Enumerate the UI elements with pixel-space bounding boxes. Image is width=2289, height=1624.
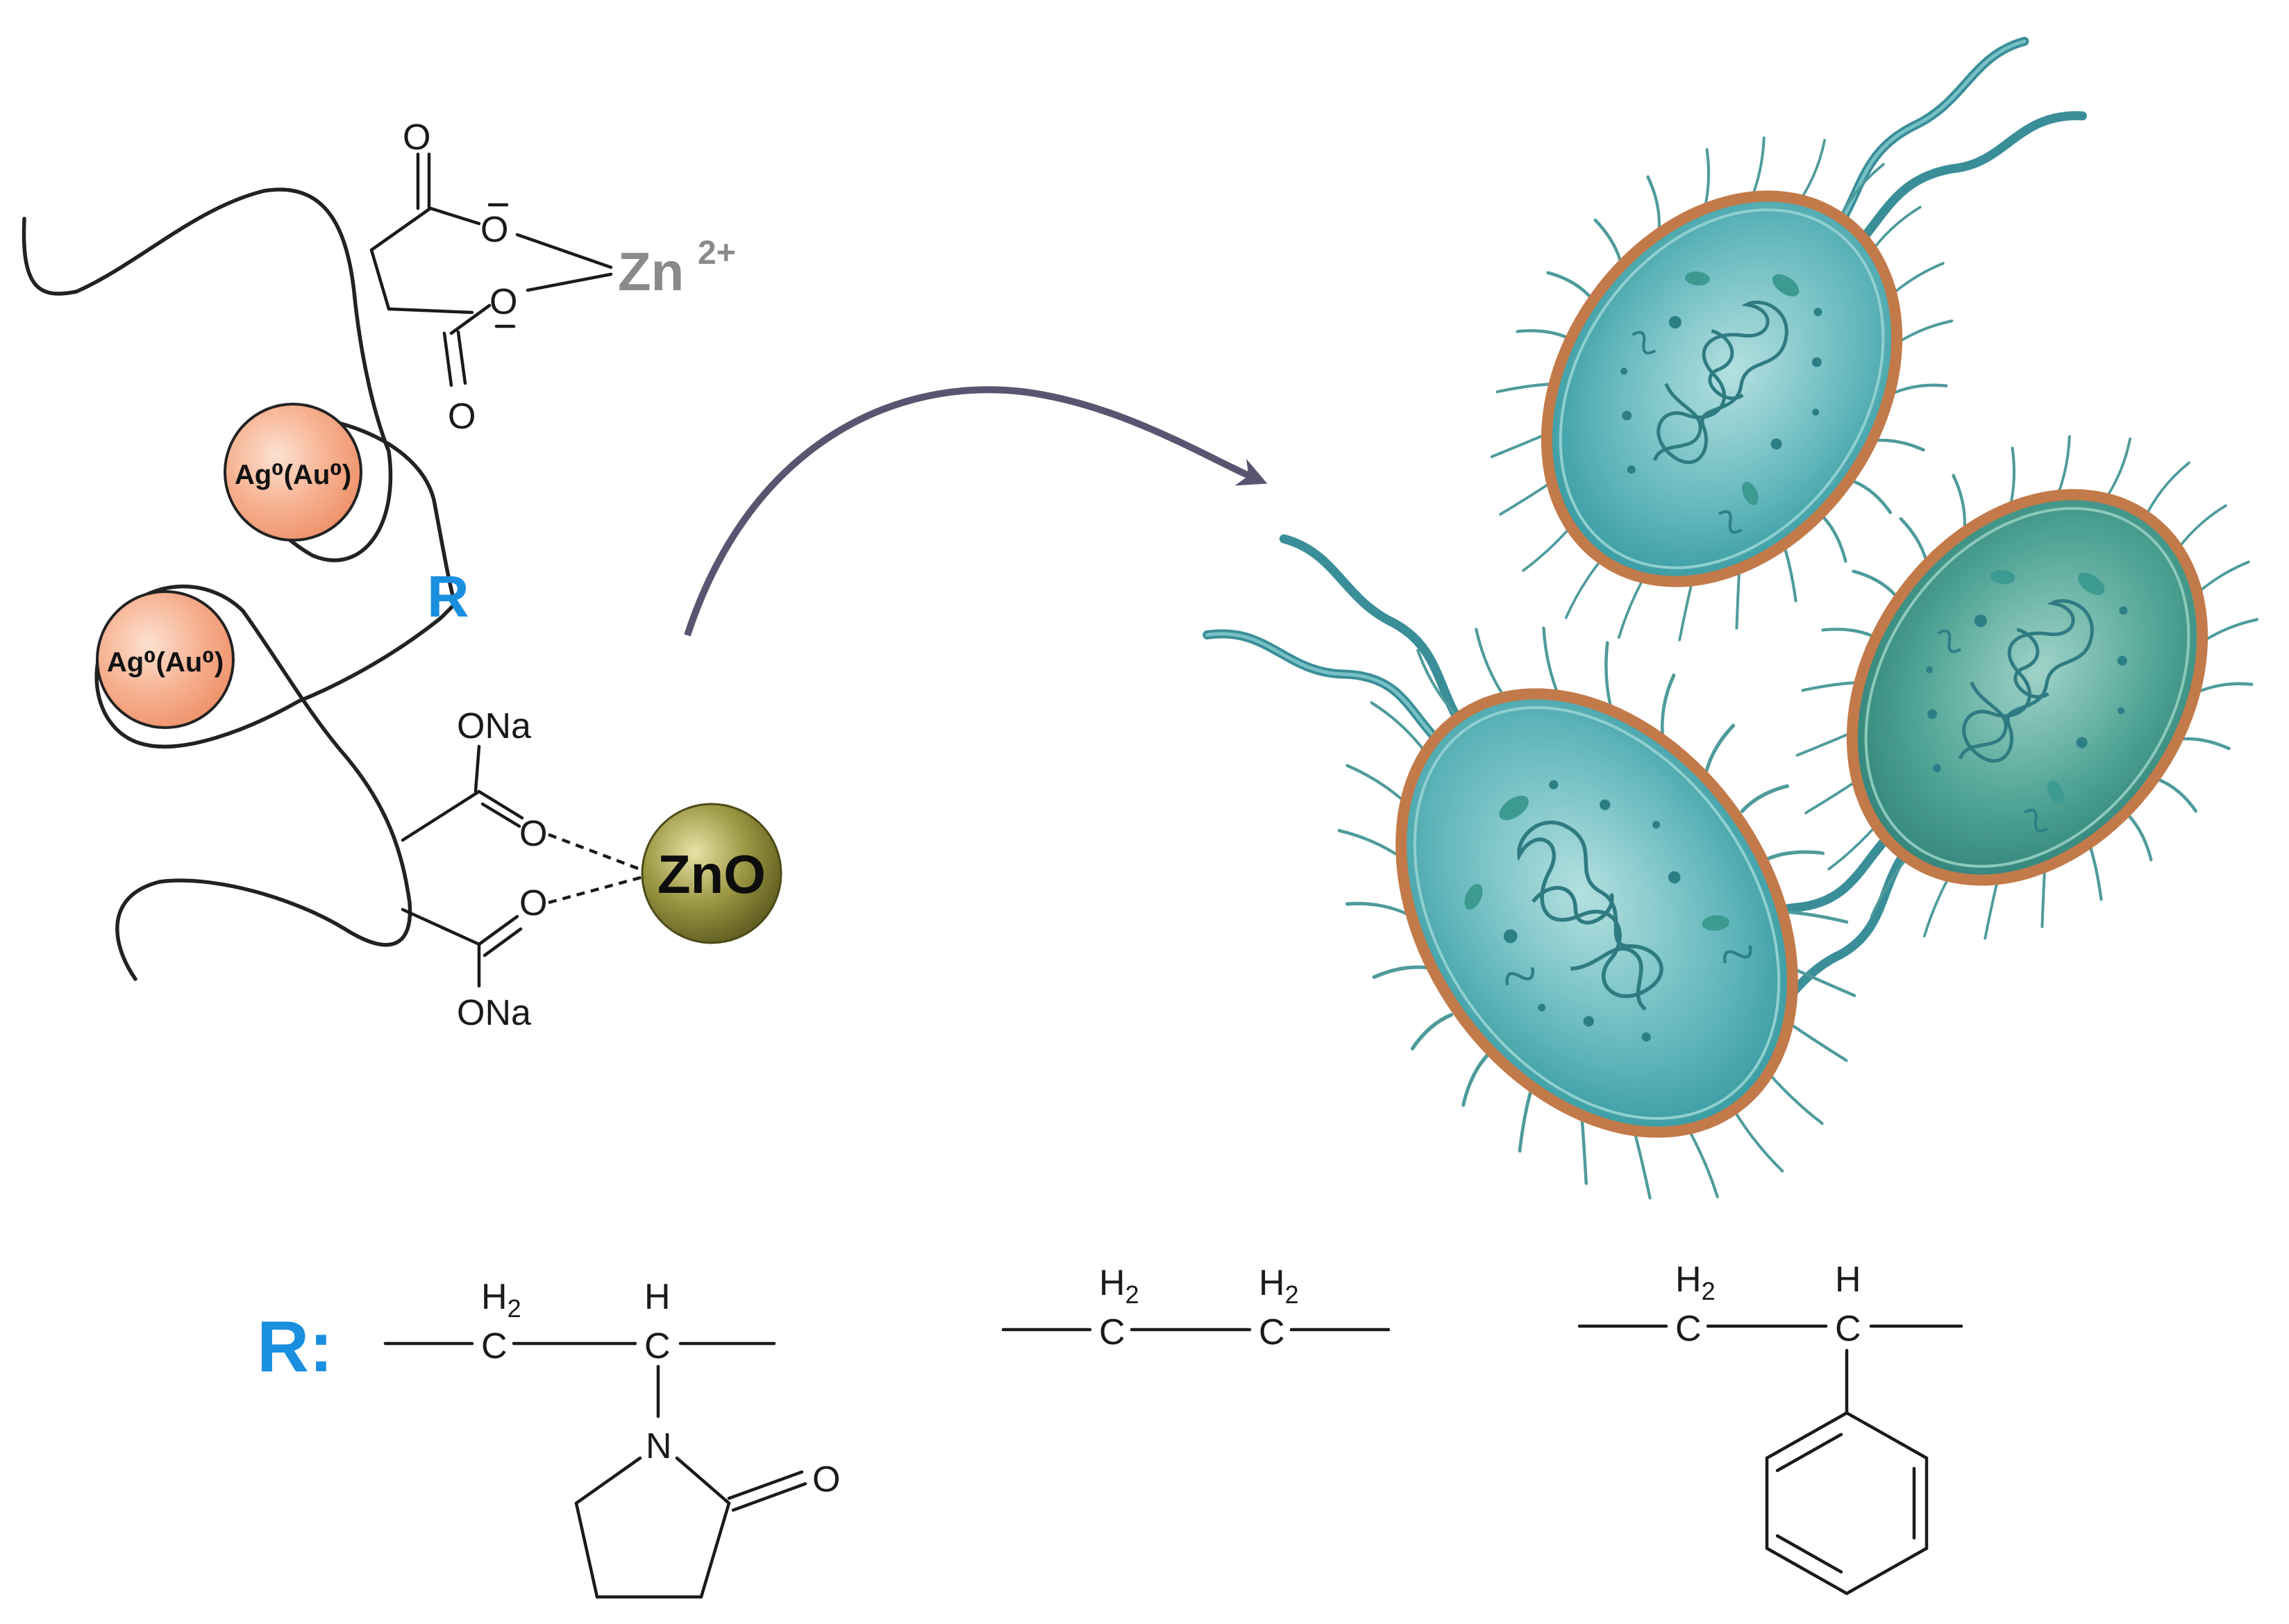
bacteria-illustration [1202,37,2289,1305]
carbon-label: C [481,1326,508,1366]
np-bottom-label: Ag⁰(Au⁰) [107,647,224,678]
ona-label: ONa [457,706,531,746]
r-structure-styrene: C H2 C H [1577,1259,1963,1596]
carbon-label: C [644,1326,671,1366]
carbon-label: C [1099,1312,1125,1353]
nitrogen-label: N [646,1426,672,1466]
carbon-label: C [1835,1309,1861,1349]
bacterium-top [1392,37,2087,735]
zno-label: ZnO [657,844,766,905]
oxygen-label: O [403,117,430,158]
r-group-label: R [427,564,469,629]
h-label: H [644,1277,671,1317]
np-top-label: Ag⁰(Au⁰) [235,460,351,490]
oxygen-label: O [812,1459,840,1500]
r-group-legend: R: C H2 C H N O C H2 C [257,1259,1963,1599]
oxygen-label: O [448,396,476,437]
r-structure-pyrrolidone: C H2 C H N O [383,1277,840,1599]
h2-label: H2 [1675,1259,1716,1305]
nanoparticle-top: Ag⁰(Au⁰) [224,403,362,542]
h2-label: H2 [1099,1263,1139,1309]
svg-text:2+: 2+ [698,235,736,271]
oxygen-label: O [480,210,508,250]
r-structure-ethylene: C H2 C H2 [1001,1263,1391,1353]
polymer-scheme: O O O O Zn 2+ Ag⁰(Au⁰) Ag⁰(Au⁰) R ONa [22,117,782,1033]
h2-label: H2 [1259,1263,1299,1309]
oxygen-label: O [519,814,547,854]
oxygen-label: O [519,883,547,923]
ona-label: ONa [457,993,531,1033]
benzene-ring [1765,1411,1929,1596]
zno-nanoparticle: ZnO [641,803,782,944]
polymer-chain [22,187,457,606]
reaction-arrow [684,386,1268,637]
zinc-ion-label: Zn 2+ [618,235,736,302]
carbon-label: C [1675,1309,1702,1349]
oxygen-label: O [489,282,517,322]
h2-label: H2 [481,1277,521,1323]
svg-text:Zn: Zn [618,241,684,302]
h-label: H [1835,1259,1861,1300]
carbon-label: C [1259,1312,1285,1353]
bacterium-bottom-left [1202,383,1966,1305]
r-legend-label: R: [257,1307,333,1387]
nanoparticle-bottom: Ag⁰(Au⁰) [96,590,235,729]
